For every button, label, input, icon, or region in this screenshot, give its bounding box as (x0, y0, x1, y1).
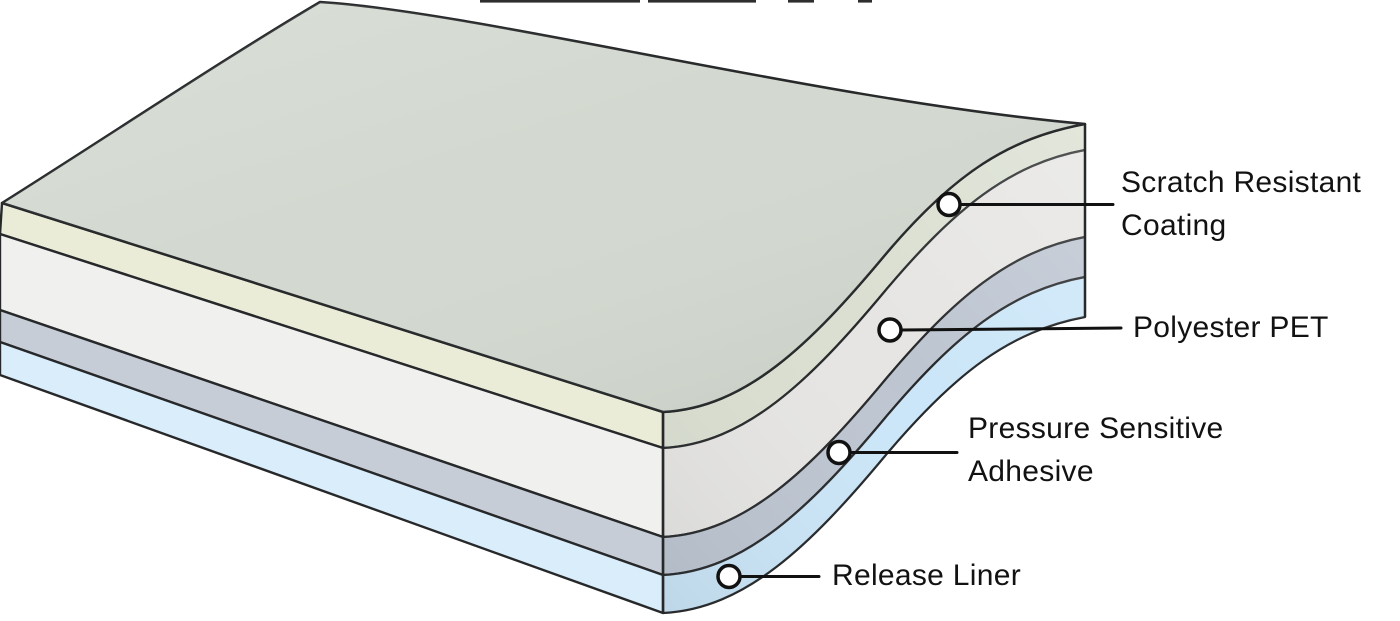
label-scratch-resistant-coating: Scratch Resistant Coating (1121, 166, 1362, 242)
label-release-liner: Release Liner (832, 559, 1022, 592)
cropped-top-artifact (480, 0, 872, 3)
callout-marker-pressure-adhesive (826, 439, 852, 466)
label-pressure-sensitive-adhesive: Pressure Sensitive Adhesive (968, 412, 1224, 488)
top-surface-sheen (2, 2, 1085, 412)
callout-markers (716, 191, 962, 590)
label-polyester-pet: Polyester PET (1133, 311, 1329, 344)
callout-line-polyester-pet (899, 326, 1123, 332)
cropped-artifact-segment (648, 0, 756, 3)
cropped-artifact-segment (858, 0, 872, 3)
callout-marker-scratch-coating (936, 191, 962, 218)
cropped-artifact-segment (480, 0, 640, 3)
callout-marker-release-liner (716, 563, 742, 590)
callout-marker-polyester-pet (877, 317, 903, 343)
sweep-sheen (663, 124, 1085, 613)
callout-lines (738, 203, 1123, 578)
cropped-artifact-segment (788, 0, 814, 3)
